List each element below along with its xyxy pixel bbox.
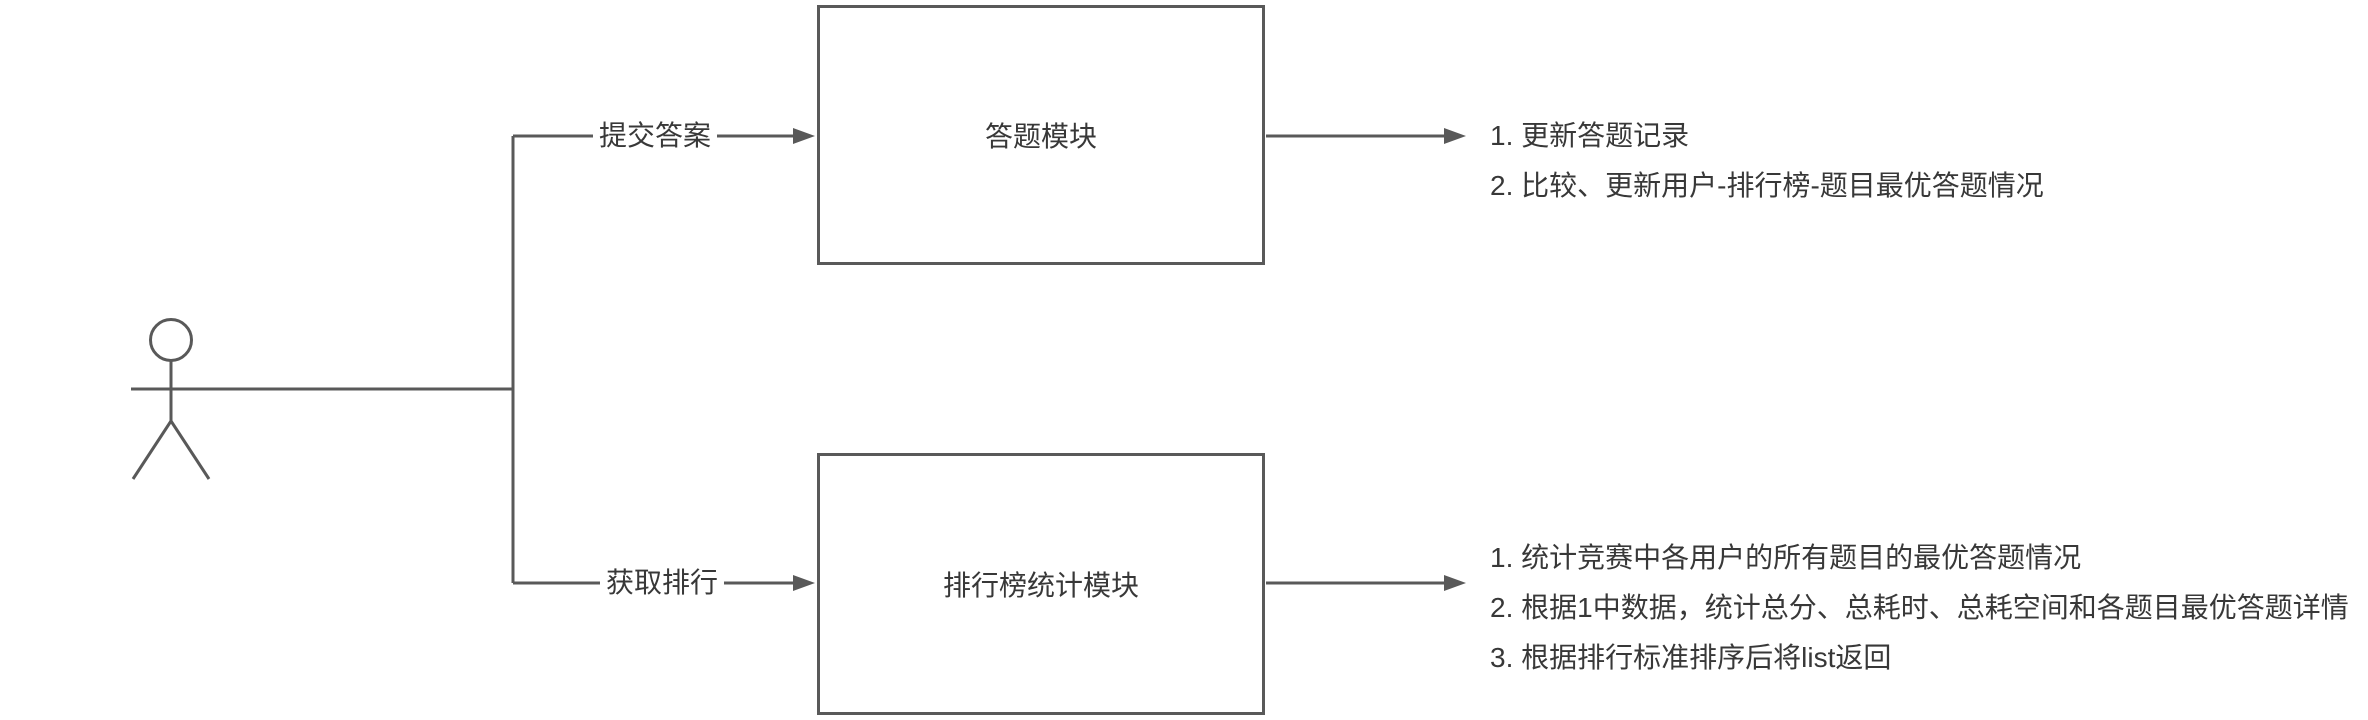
answer-output-list: 1. 更新答题记录 2. 比较、更新用户-排行榜-题目最优答题情况	[1490, 111, 2044, 211]
rank-output-item-3: 3. 根据排行标准排序后将list返回	[1490, 642, 1892, 673]
answer-output-item-1: 1. 更新答题记录	[1490, 120, 1690, 151]
rank-output-arrowhead-icon	[1444, 575, 1466, 591]
rank-output-list: 1. 统计竞赛中各用户的所有题目的最优答题情况 2. 根据1中数据，统计总分、总…	[1490, 533, 2349, 683]
rank-module-title: 排行榜统计模块	[942, 570, 1139, 601]
answer-output-item-2: 2. 比较、更新用户-排行榜-题目最优答题情况	[1490, 170, 2044, 201]
submit-edge-label: 提交答案	[592, 119, 718, 153]
rank-module-node: 排行榜统计模块	[817, 453, 1265, 715]
answer-output-arrowhead-icon	[1444, 128, 1466, 144]
actor-head	[149, 318, 193, 362]
rank-output-item-2: 2. 根据1中数据，统计总分、总耗时、总耗空间和各题目最优答题详情	[1490, 592, 2349, 623]
submit-arrowhead-icon	[793, 128, 815, 144]
rank-arrowhead-icon	[793, 575, 815, 591]
answer-module-title: 答题模块	[984, 121, 1097, 152]
actor-leg-right	[169, 420, 211, 480]
rank-output-item-1: 1. 统计竞赛中各用户的所有题目的最优答题情况	[1490, 542, 2082, 573]
actor-leg-left	[131, 420, 173, 480]
stick-figure-icon	[131, 318, 211, 480]
rank-edge-label: 获取排行	[599, 566, 725, 600]
answer-module-node: 答题模块	[817, 5, 1265, 265]
